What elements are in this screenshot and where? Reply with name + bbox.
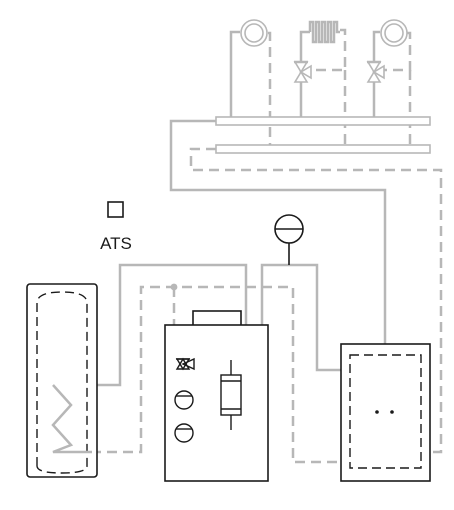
radiator-icon [240,19,268,47]
floor-heating-circuit [293,20,347,148]
pump-icon [174,390,194,410]
return-pipe [268,31,272,148]
flow-pipe [229,30,240,119]
three-way-valve-icon [175,357,195,371]
hot-water-cylinder [26,283,98,478]
radiator-circuit-left [229,19,272,148]
flow-manifold [215,116,431,126]
distribution-manifold [215,116,431,154]
hydraulic-separator-icon [340,343,431,482]
outdoor-sensor: ATS [100,201,132,253]
separator-body [340,343,431,482]
pipe-junction [170,283,178,291]
radiator-icon [380,19,408,47]
flow-pipe [372,30,380,119]
ats-label: ATS [100,234,132,253]
heat-exchanger-icon [220,360,242,430]
expansion-vessel-icon [274,214,304,244]
boiler-return-line [92,285,385,464]
radiator-circuit-right [366,19,412,148]
return-manifold [215,144,431,154]
return-pipe [312,28,347,72]
separator-dot [375,410,379,414]
pump-icon [174,423,194,443]
flow-line-to-separator [169,119,387,370]
heating-circuits [229,19,412,148]
cylinder-inner-wall [36,291,88,474]
cylinder-body [26,283,98,478]
floor-heating-coil-icon [308,20,340,44]
outdoor-sensor-icon [107,201,124,218]
flow-pipe [299,30,310,119]
return-pipe [384,31,412,72]
boiler [164,310,269,482]
boiler-flow-line [260,263,385,372]
separator-dot [390,410,394,414]
return-line-to-separator [189,147,443,454]
boiler-body [164,324,269,482]
mixing-valve-icon [366,60,385,83]
separator-inner [349,354,422,469]
heating-coil [51,384,92,454]
mixing-valve-icon [293,60,312,83]
